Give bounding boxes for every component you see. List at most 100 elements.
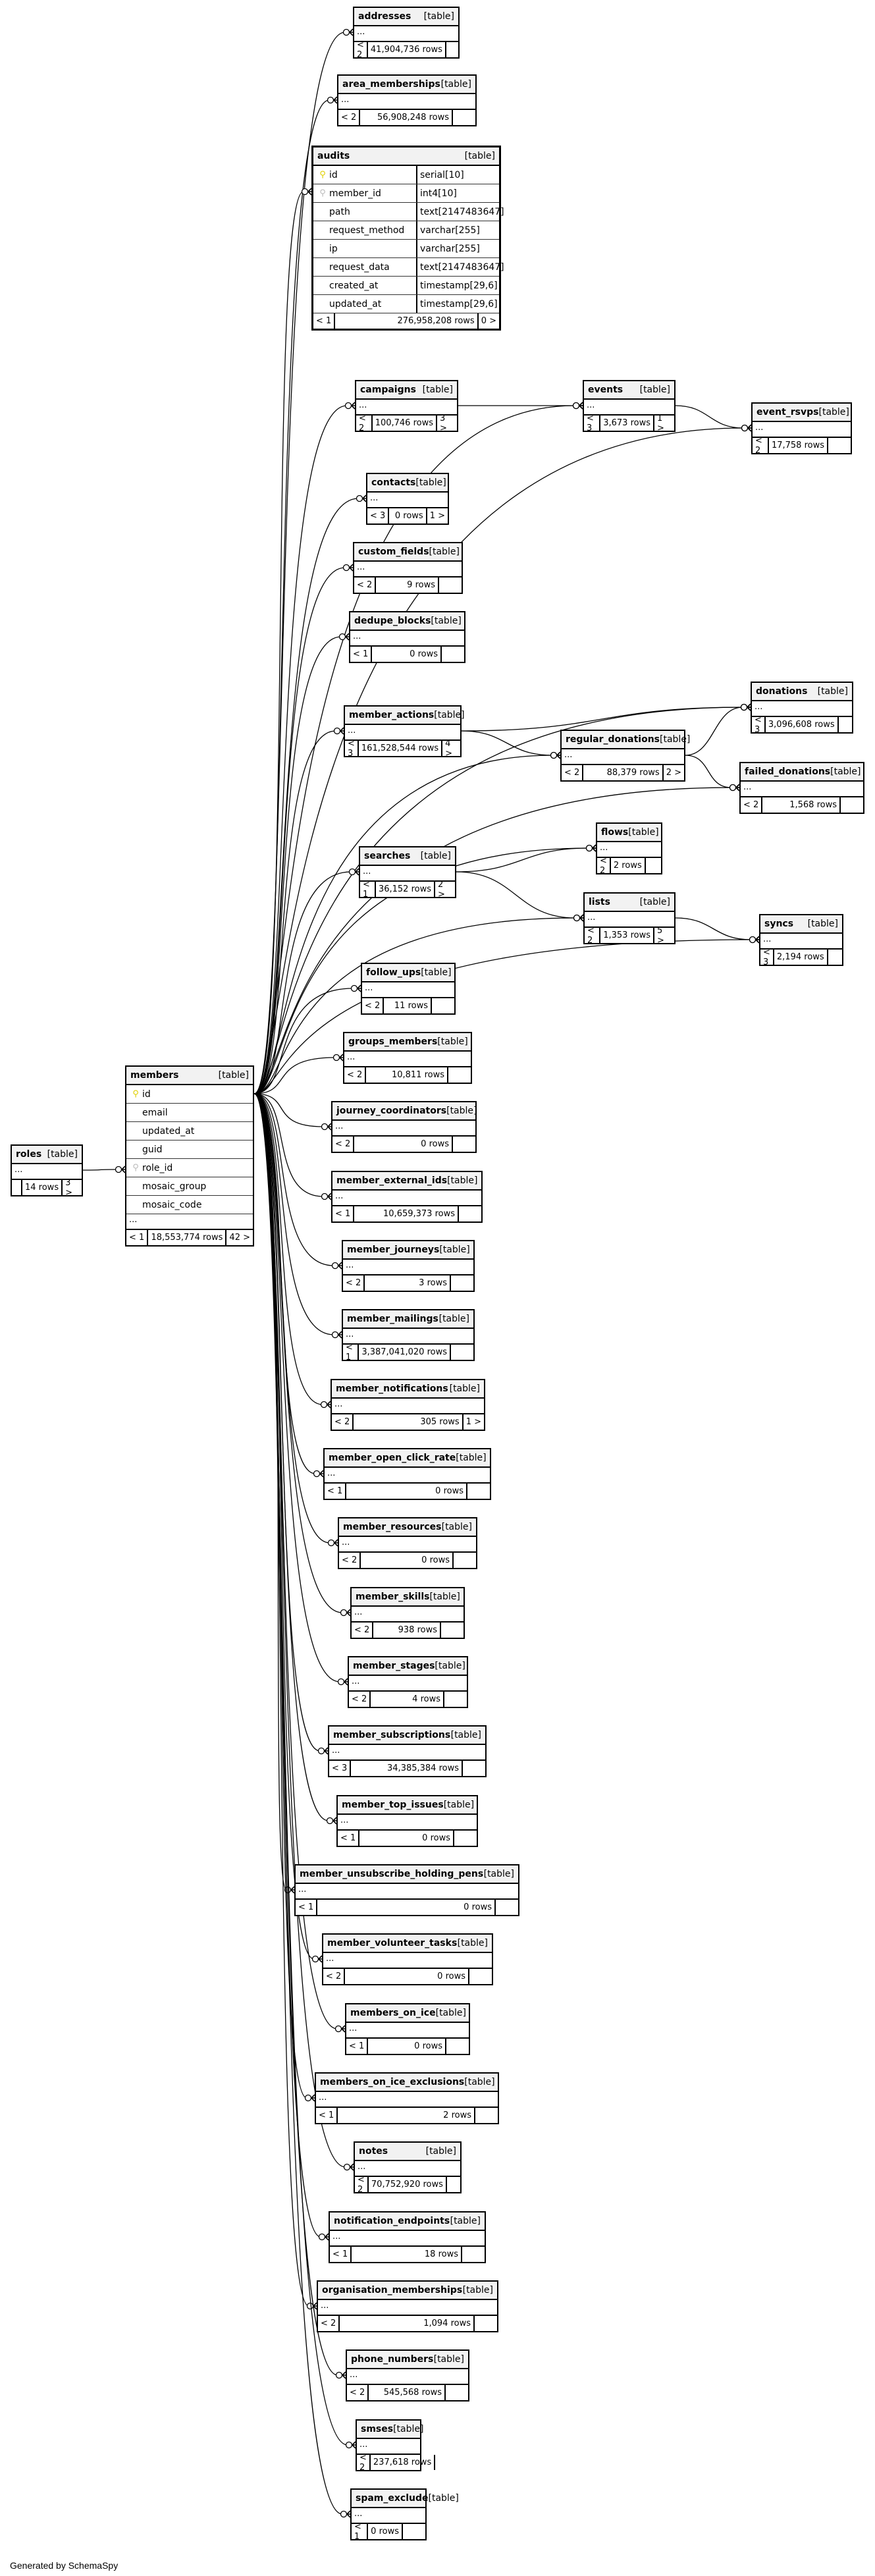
child-count[interactable] — [448, 1067, 471, 1083]
parent-count[interactable]: < 2 — [597, 856, 611, 876]
parent-count[interactable]: < 2 — [354, 577, 377, 593]
child-count[interactable] — [459, 1206, 481, 1221]
child-count[interactable] — [446, 42, 469, 57]
parent-count[interactable]: < 2 — [753, 436, 769, 456]
table-name[interactable]: regular_donations — [566, 734, 660, 745]
parent-count[interactable] — [12, 1180, 22, 1195]
table-name[interactable]: syncs — [764, 919, 794, 929]
table-name[interactable]: smses — [361, 2424, 394, 2434]
column-row[interactable]: updated_at — [126, 1122, 253, 1140]
table-name[interactable]: groups_members — [348, 1036, 438, 1047]
table-name[interactable]: member_skills — [356, 1592, 430, 1602]
child-count[interactable] — [828, 438, 851, 453]
parent-count[interactable]: < 2 — [344, 1067, 367, 1083]
child-count[interactable] — [441, 1623, 464, 1638]
child-count[interactable] — [444, 1692, 467, 1707]
child-count[interactable] — [839, 717, 861, 732]
table-name[interactable]: member_mailings — [347, 1314, 438, 1324]
parent-count[interactable]: < 1 — [316, 2108, 338, 2123]
child-count[interactable] — [446, 2039, 469, 2054]
child-count[interactable]: 3 > — [440, 413, 447, 433]
table-name[interactable]: campaigns — [360, 385, 416, 395]
table-name[interactable]: contacts — [371, 477, 416, 488]
parent-count[interactable]: < 1 — [343, 1343, 359, 1362]
child-count[interactable] — [432, 998, 454, 1013]
table-name[interactable]: member_journeys — [347, 1245, 440, 1255]
child-count[interactable]: 4 > — [445, 738, 453, 759]
parent-count[interactable]: < 2 — [349, 1692, 371, 1707]
parent-count[interactable]: < 2 — [352, 1623, 374, 1638]
child-count[interactable] — [453, 1137, 475, 1152]
parent-count[interactable]: < 3 — [584, 414, 601, 433]
child-count[interactable] — [447, 2177, 469, 2192]
table-name[interactable]: donations — [756, 686, 808, 697]
parent-count[interactable]: < 1 — [126, 1230, 149, 1245]
table-name[interactable]: notification_endpoints — [334, 2216, 450, 2226]
table-name[interactable]: journey_coordinators — [336, 1106, 447, 1116]
parent-count[interactable]: < 2 — [332, 1414, 354, 1430]
parent-count[interactable]: < 2 — [355, 2175, 369, 2195]
table-name[interactable]: searches — [364, 851, 411, 861]
child-count[interactable] — [646, 858, 668, 873]
child-count[interactable] — [475, 2316, 497, 2331]
child-count[interactable] — [442, 647, 464, 662]
table-name[interactable]: member_external_ids — [336, 1175, 448, 1186]
child-count[interactable]: 42 > — [229, 1233, 250, 1243]
parent-count[interactable]: < 1 — [360, 880, 376, 899]
child-count[interactable] — [496, 1900, 518, 1915]
table-name[interactable]: member_stages — [353, 1661, 435, 1671]
parent-count[interactable]: < 3 — [345, 739, 359, 759]
parent-count[interactable]: < 3 — [329, 1761, 352, 1776]
column-row[interactable]: guid — [126, 1140, 253, 1159]
parent-count[interactable]: < 2 — [362, 998, 384, 1013]
child-count[interactable] — [463, 1761, 485, 1776]
parent-count[interactable]: < 2 — [585, 926, 601, 946]
table-member-unsubscribe-holding-pens[interactable]: member_unsubscribe_holding_pens[table]..… — [294, 1864, 519, 1916]
table-name[interactable]: organisation_memberships — [322, 2285, 463, 2295]
table-name[interactable]: lists — [589, 897, 610, 907]
parent-count[interactable]: < 2 — [357, 2453, 371, 2473]
column-row[interactable]: email — [126, 1104, 253, 1122]
parent-count[interactable]: < 2 — [318, 2316, 340, 2331]
parent-count[interactable]: < 2 — [347, 2385, 369, 2400]
child-count[interactable]: 0 > — [481, 316, 496, 326]
child-count[interactable]: 5 > — [657, 925, 664, 946]
child-count[interactable]: 1 > — [429, 511, 445, 521]
child-count[interactable] — [453, 110, 475, 125]
parent-count[interactable]: < 1 — [330, 2247, 352, 2262]
table-name[interactable]: member_open_click_rate — [329, 1453, 456, 1463]
child-count[interactable] — [454, 1553, 476, 1568]
table-name[interactable]: notes — [359, 2146, 388, 2157]
child-count[interactable] — [451, 1275, 473, 1291]
